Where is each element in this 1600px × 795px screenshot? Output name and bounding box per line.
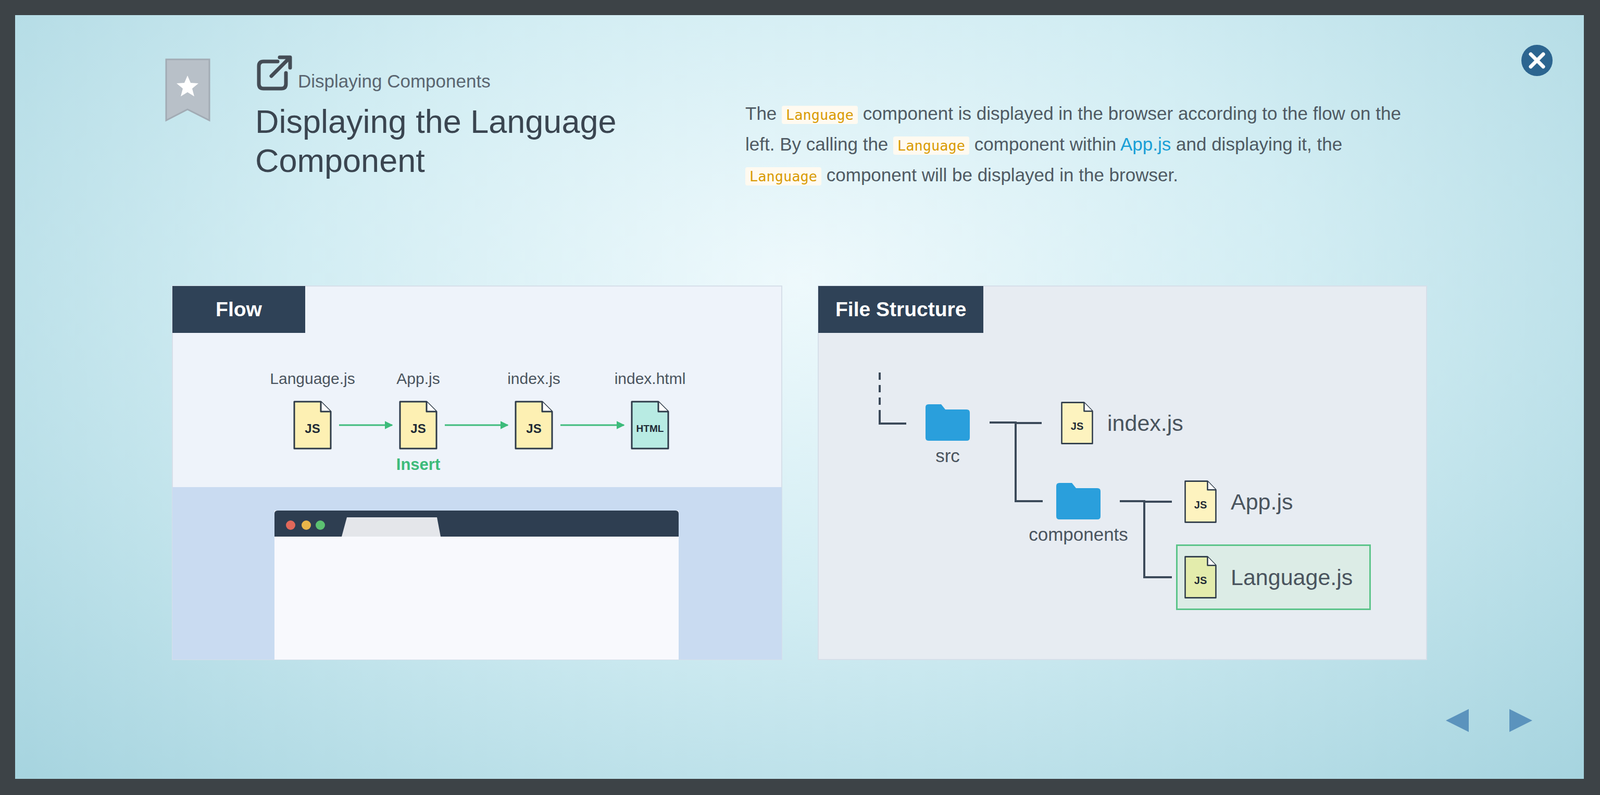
file-page-body (631, 401, 669, 449)
close-button (1521, 44, 1553, 77)
paragraph-text: The (745, 103, 777, 124)
flow-panel: Language.jsJSApp.jsJSindex.jsJSindex.htm… (172, 285, 782, 660)
js-file-icon: index.jsJS (514, 400, 554, 450)
file-page-body (1061, 402, 1093, 444)
inline-code: Language (745, 167, 822, 186)
file-type-text: JS (1194, 574, 1207, 587)
file-icon: JS (1060, 401, 1094, 445)
file-page-fold (1083, 402, 1093, 412)
folder-icon: components (1056, 482, 1101, 520)
file-page-body (400, 401, 437, 449)
file-structure-panel: srcJSindex.jscomponentsJSApp.jsJSLanguag… (818, 285, 1427, 660)
file-page-fold (320, 401, 331, 412)
file-name: Language.js (1230, 564, 1353, 591)
file-page-fold (1207, 556, 1216, 566)
file-icon: JS (1183, 555, 1218, 599)
tree-line (989, 422, 1043, 502)
tree-file: JS App.js (1183, 479, 1294, 524)
next-arrow (1509, 708, 1533, 732)
folder-name: src (935, 445, 960, 467)
browser-dot (315, 520, 325, 530)
tree-root-line (879, 410, 907, 424)
file-page-body (515, 401, 553, 449)
folder-body (925, 404, 970, 441)
file-page-fold (426, 401, 437, 412)
inline-code: Language (893, 136, 970, 155)
external-link-arrow (271, 57, 291, 77)
file-icon: JS (1183, 479, 1218, 524)
html-file-icon: index.htmlHTML (630, 400, 670, 450)
bookmark-icon (166, 59, 210, 121)
js-file-icon: App.jsJS (398, 400, 439, 450)
previous-arrow (1445, 708, 1469, 732)
folder-shape (1056, 482, 1101, 520)
tree-file: JS index.js (1060, 401, 1184, 445)
file-type-text: JS (1070, 420, 1084, 433)
file-name: App.js (1230, 489, 1294, 515)
insert-label: Insert (396, 455, 441, 474)
highlighted-tree-file: JS Language.js (1176, 544, 1371, 610)
js-file-icon: Language.jsJS (292, 400, 333, 450)
star-icon (176, 75, 199, 97)
file-name: App.js (396, 369, 440, 388)
file-page-fold (1207, 481, 1216, 491)
section-subtitle: Displaying Components (297, 70, 491, 92)
flow-panel-ground (172, 285, 782, 660)
panel-tab-title: Flow (172, 285, 306, 333)
file-type-text: JS (410, 421, 426, 436)
file-type-text: JS (526, 421, 542, 436)
folder-name: components (1028, 523, 1129, 545)
browser-dot (301, 520, 311, 530)
file-name: Language.js (269, 369, 355, 388)
flow-arrow (339, 424, 393, 427)
file-name: index.js (507, 369, 561, 388)
file-structure-panel-ground (818, 285, 1427, 660)
file-page-body (294, 401, 331, 449)
browser-tab (341, 517, 441, 537)
folder-body (1056, 482, 1101, 520)
description-paragraph: The Language component is displayed in t… (745, 98, 1407, 192)
file-name: index.js (1107, 410, 1184, 436)
file-page-body (1185, 481, 1217, 523)
inline-code: Language (781, 105, 858, 124)
flow-arrow (444, 424, 508, 427)
browser-dot (285, 520, 296, 530)
slide-title: Displaying the Language Component (255, 102, 652, 181)
file-type-text: HTML (636, 422, 665, 435)
folder-shape (925, 404, 970, 441)
paragraph-text: component will be displayed in the brows… (826, 164, 1179, 185)
close-cross (1530, 54, 1544, 67)
tree-dashed-line (878, 372, 881, 411)
paragraph-text: component within (974, 133, 1117, 155)
file-page-fold (542, 401, 553, 412)
folder-icon: src (925, 404, 970, 441)
file-name: index.html (614, 369, 686, 388)
paragraph-text: and displaying it, the (1176, 133, 1343, 155)
file-page-body (1185, 556, 1217, 598)
flow-arrow (560, 424, 624, 427)
file-type-text: JS (1194, 498, 1207, 511)
panel-tab-title: File Structure (818, 285, 984, 333)
browser-title-bar (274, 510, 679, 537)
file-link: App.js (1120, 133, 1171, 155)
browser-area-ground (172, 486, 782, 660)
file-type-text: JS (304, 421, 320, 436)
file-page-fold (658, 401, 669, 412)
browser-window (274, 510, 679, 660)
